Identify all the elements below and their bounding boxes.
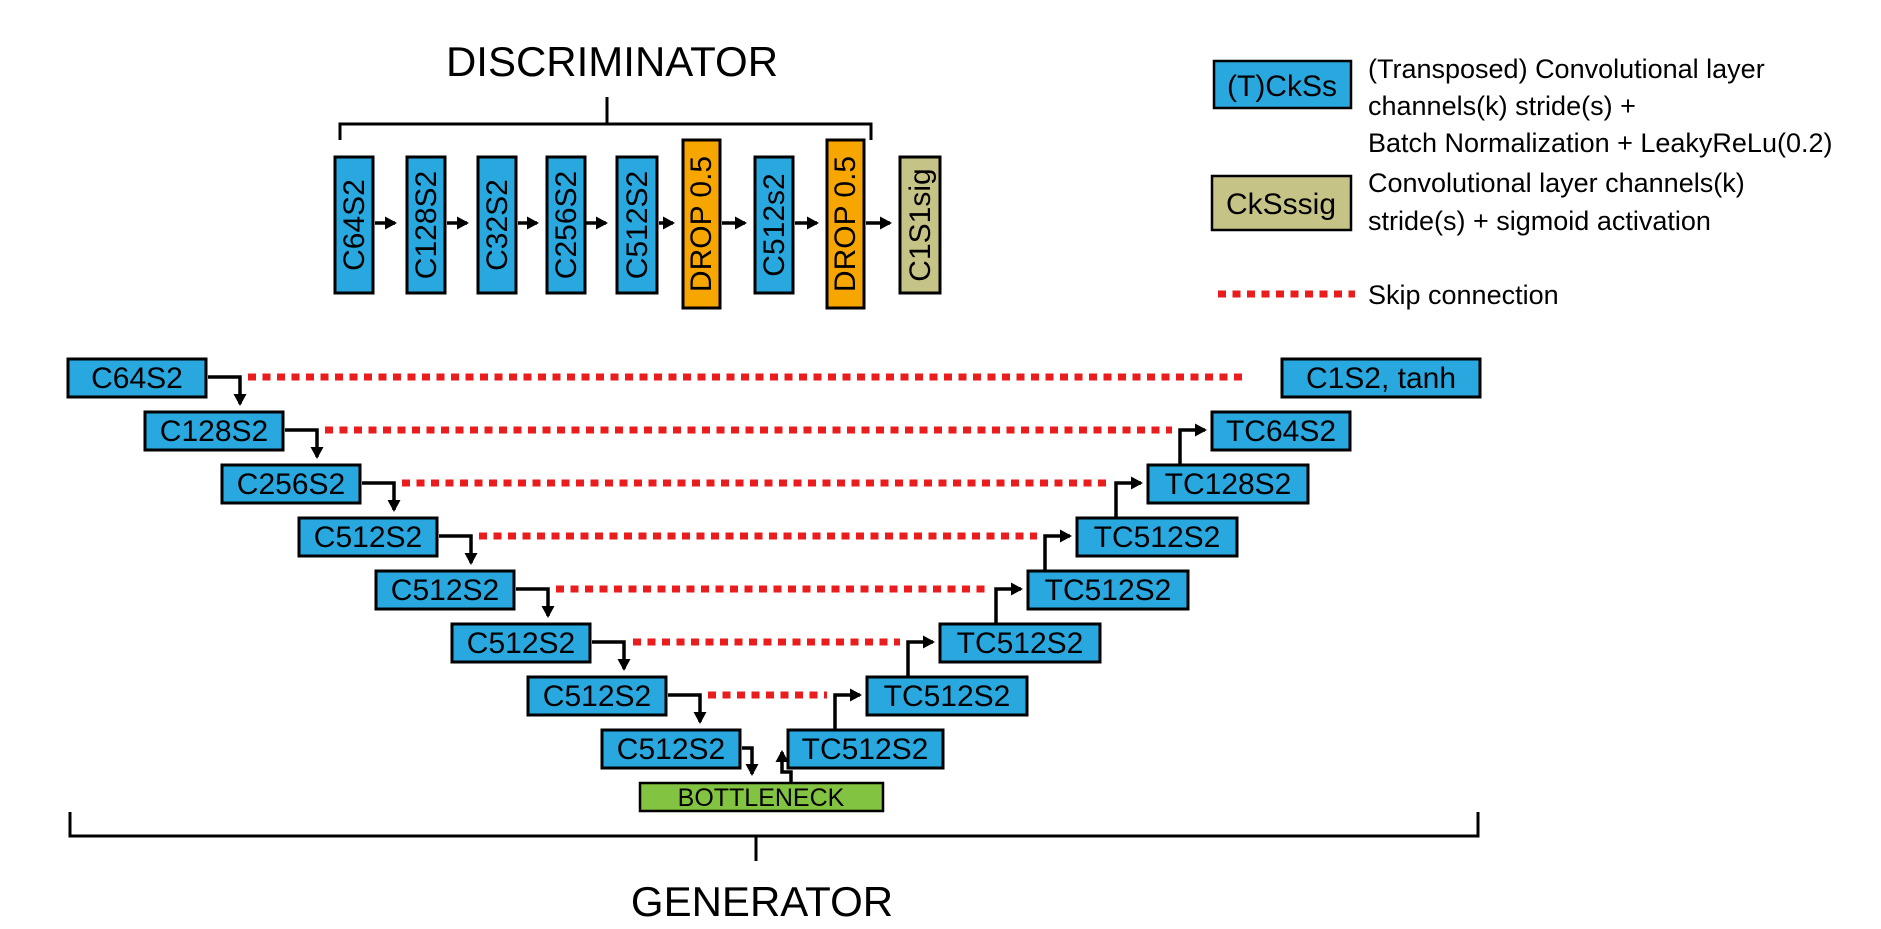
disc-dropout-label: DROP 0.5: [685, 156, 718, 292]
decoder-label: TC512S2: [1045, 574, 1172, 607]
disc-layer-box: [405, 155, 447, 295]
encoder-box: [600, 728, 742, 770]
discriminator-title: DISCRIMINATOR: [446, 38, 778, 85]
disc-layer-box: [615, 155, 659, 295]
legend-sigmoid-line2: stride(s) + sigmoid activation: [1368, 206, 1711, 236]
encoder-down-arrow: [285, 428, 324, 459]
legend-sigmoid-line1: Convolutional layer channels(k): [1368, 168, 1745, 198]
encoder-box: [374, 569, 516, 611]
decoder-up-arrow: [1043, 529, 1072, 570]
encoder-down-arrow: [362, 481, 401, 512]
disc-layer-box: [545, 155, 587, 295]
legend-sigmoid-swatch-label: CkSssig: [1226, 188, 1336, 221]
decoder-label: TC128S2: [1165, 468, 1292, 501]
decoder-box: [1210, 410, 1352, 452]
generator-title: GENERATOR: [631, 878, 893, 925]
disc-output-label: C1S1sig: [904, 168, 937, 281]
decoder-box: [1075, 516, 1239, 558]
legend-skip-label: Skip connection: [1368, 280, 1559, 310]
disc-layer-label: C256S2: [550, 171, 583, 279]
generator-section: C64S2 C128S2 C256S2 C512S2 C512S2 C512S2…: [66, 357, 1482, 925]
bottleneck-label: BOTTLENECK: [678, 784, 845, 812]
encoder-label: C512S2: [314, 521, 422, 554]
legend-conv-line2: channels(k) stride(s) +: [1368, 91, 1636, 121]
legend-conv-swatch-label: (T)CkSs: [1227, 70, 1337, 103]
decoder-label: TC512S2: [957, 627, 1084, 660]
decoder-box: [786, 728, 945, 770]
encoder-down-arrow: [516, 587, 555, 618]
discriminator-bracket: [338, 122, 873, 140]
decoder-label: TC512S2: [884, 680, 1011, 713]
encoder-label: C256S2: [237, 468, 345, 501]
disc-dropout-box: [681, 138, 722, 310]
decoder-label: TC64S2: [1226, 415, 1336, 448]
bottleneck-box: [638, 781, 885, 813]
encoder-label: C64S2: [91, 362, 183, 395]
encoder-box: [526, 675, 668, 717]
encoder-label: C512S2: [543, 680, 651, 713]
decoder-up-arrow: [906, 635, 935, 676]
decoder-up-arrow: [1178, 423, 1207, 464]
decoder-label: TC512S2: [1094, 521, 1221, 554]
decoder-box: [1146, 463, 1310, 505]
encoder-box: [143, 410, 285, 452]
disc-layer-label: C128S2: [410, 171, 443, 279]
encoder-box: [220, 463, 362, 505]
bottleneck-up-arrow: [775, 750, 793, 783]
decoder-output-box: [1280, 357, 1482, 399]
encoder-down-arrow: [668, 693, 707, 724]
decoder-box: [865, 675, 1029, 717]
disc-layer-box: [333, 155, 375, 295]
encoder-label: C512S2: [467, 627, 575, 660]
encoder-down-arrow: [208, 375, 247, 406]
disc-dropout-label: DROP 0.5: [829, 156, 862, 292]
encoder-label: C512S2: [391, 574, 499, 607]
disc-layer-box: [476, 155, 518, 295]
disc-layer-label: C32S2: [481, 179, 514, 271]
disc-layer-box: [753, 155, 795, 295]
decoder-up-arrow: [833, 688, 862, 729]
encoder-box: [450, 622, 592, 664]
decoder-up-arrow: [994, 582, 1023, 623]
discriminator-section: DISCRIMINATOR C64S2 C128S2 C32S2 C256S2 …: [333, 38, 942, 310]
encoder-box: [66, 357, 208, 399]
disc-output-box: [898, 155, 942, 295]
legend-sigmoid-swatch: [1210, 174, 1353, 232]
encoder-label: C512S2: [617, 733, 725, 766]
decoder-box: [1026, 569, 1190, 611]
decoder-output-label: C1S2, tanh: [1306, 362, 1456, 395]
disc-layer-label: C64S2: [338, 179, 371, 271]
decoder-box: [938, 622, 1102, 664]
legend-conv-swatch: [1212, 59, 1353, 110]
legend: (T)CkSs (Transposed) Convolutional layer…: [1210, 54, 1832, 310]
disc-layer-label: C512S2: [621, 171, 654, 279]
legend-conv-line3: Batch Normalization + LeakyReLu(0.2): [1368, 128, 1832, 158]
encoder-down-arrow: [439, 534, 478, 565]
encoder-down-arrow: [592, 640, 631, 671]
generator-bracket: [68, 812, 1480, 838]
legend-conv-line1: (Transposed) Convolutional layer: [1368, 54, 1765, 84]
disc-dropout-box: [825, 138, 866, 310]
encoder-box: [297, 516, 439, 558]
decoder-label: TC512S2: [802, 733, 929, 766]
encoder-label: C128S2: [160, 415, 268, 448]
disc-layer-label: C512s2: [758, 173, 791, 276]
encoder-to-bottleneck-arrow: [742, 746, 759, 776]
decoder-up-arrow: [1114, 476, 1143, 517]
